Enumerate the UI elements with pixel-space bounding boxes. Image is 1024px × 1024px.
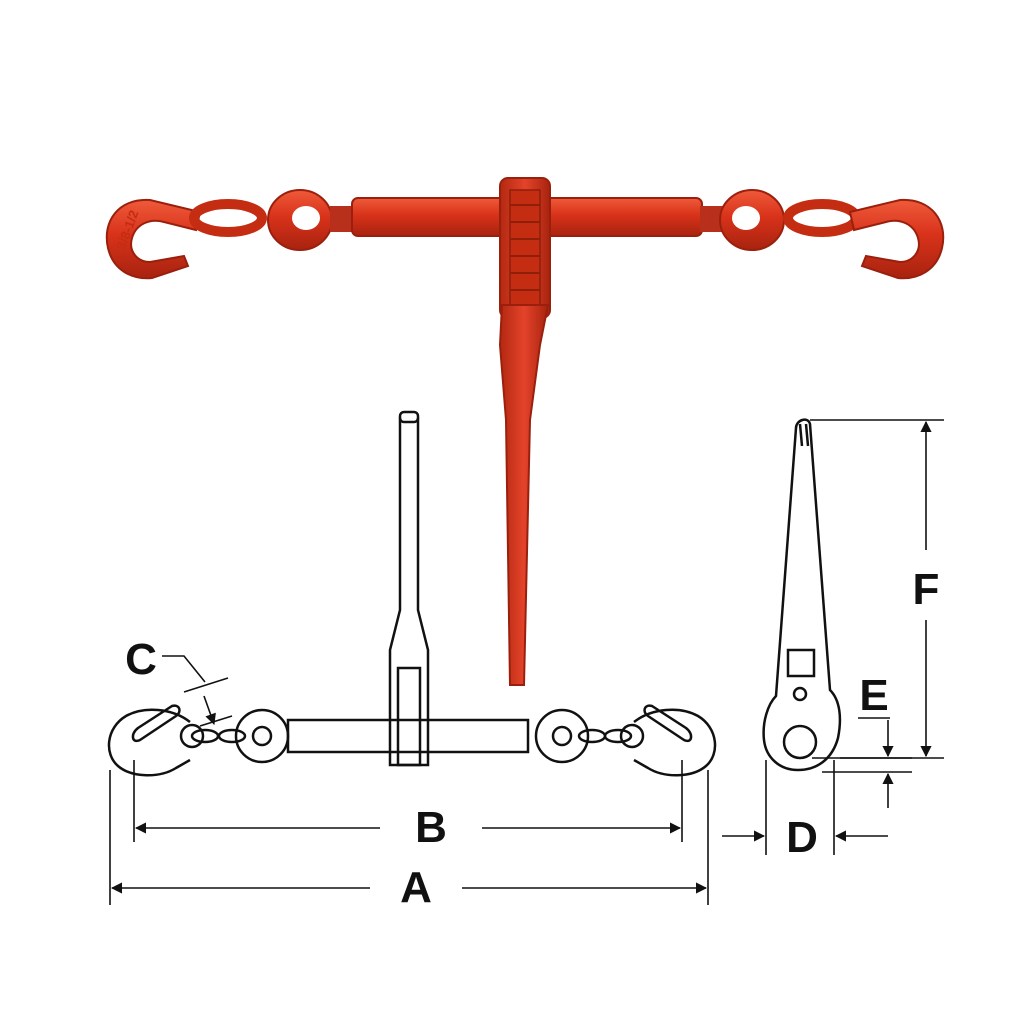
- dim-label-b: B: [415, 803, 447, 852]
- front-left-eye: [234, 708, 290, 764]
- left-grab-hook: 3/8-1/2: [105, 198, 202, 280]
- ratchet-gear-housing: [499, 177, 551, 319]
- right-eye: [719, 189, 785, 251]
- right-grab-hook: [848, 198, 945, 280]
- dim-label-e: E: [859, 671, 888, 720]
- front-left-chain: [190, 728, 247, 744]
- side-view-drawing: [762, 418, 842, 772]
- dim-c-leader: [162, 655, 206, 683]
- dim-c-arrow: [203, 695, 216, 726]
- front-right-chain: [577, 728, 633, 744]
- dim-label-d: D: [786, 813, 818, 862]
- left-chain-link: [189, 199, 267, 237]
- side-pawl: [786, 648, 816, 678]
- right-chain-link: [783, 199, 861, 237]
- dim-label-a: A: [400, 863, 432, 912]
- front-handle-outline: [388, 418, 430, 767]
- side-eye-hole: [782, 724, 818, 760]
- front-ratchet-window: [396, 666, 422, 767]
- dim-c-tick-b: [199, 715, 233, 727]
- front-right-hook: [619, 704, 717, 777]
- handle-tip: [398, 410, 420, 424]
- dim-c-tick-a: [183, 677, 229, 693]
- left-eye: [267, 189, 333, 251]
- ratchet-handle: [498, 304, 550, 686]
- dimension-lines: [109, 419, 944, 905]
- side-handle-outline: [762, 418, 842, 772]
- front-left-hook: [107, 704, 205, 777]
- side-pin: [792, 686, 808, 702]
- front-right-eye: [534, 708, 590, 764]
- front-tube-outline: [286, 718, 530, 754]
- front-view-drawing: [107, 410, 717, 777]
- ratchet-binder-photo: 3/8-1/2: [105, 177, 945, 686]
- dim-label-c: C: [125, 635, 157, 684]
- dim-label-f: F: [913, 565, 940, 614]
